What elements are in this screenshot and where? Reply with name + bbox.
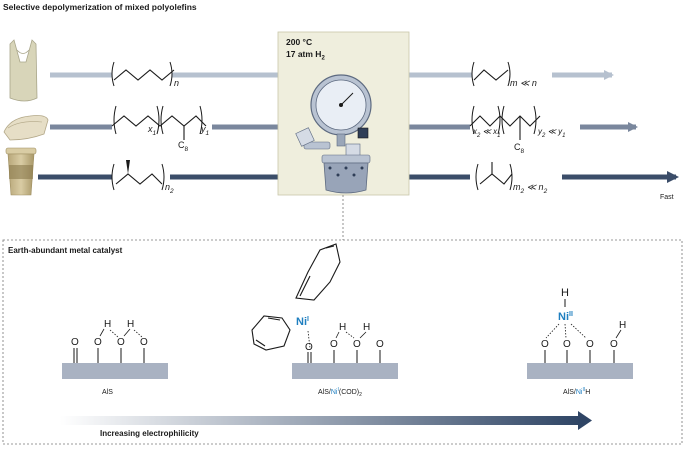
support-als: O O O O H H AlS bbox=[62, 319, 168, 396]
plastic-film-icon bbox=[3, 115, 49, 141]
polymer-pe-left: n bbox=[111, 61, 179, 88]
electrophilicity-gradient-arrow: Increasing electrophilicity bbox=[60, 411, 592, 438]
support-als-ni-cod: NiI O O O O H H AlS/NiI(COD)2 bbox=[251, 243, 398, 398]
support2-caption: AlS/NiI(COD)2 bbox=[318, 387, 362, 398]
catalyst-panel-title: Earth-abundant metal catalyst bbox=[8, 246, 123, 255]
row2-right-x: x2 ≪ x1 bbox=[472, 127, 501, 139]
atom-o: O bbox=[376, 339, 384, 350]
polymer-lldpe-left: x1 y1 C8 bbox=[111, 105, 212, 153]
atom-h: H bbox=[561, 287, 569, 299]
atom-o: O bbox=[563, 339, 571, 350]
figure-title: Selective depolymerization of mixed poly… bbox=[3, 2, 197, 12]
row3-right-m: m2 ≪ n2 bbox=[513, 182, 548, 195]
atom-h: H bbox=[127, 319, 134, 330]
plastic-bag-icon bbox=[9, 39, 38, 102]
atom-h: H bbox=[619, 320, 626, 331]
atom-o: O bbox=[353, 339, 361, 350]
atom-h: H bbox=[339, 322, 346, 333]
atom-o: O bbox=[305, 342, 313, 353]
polymer-pp-left: n2 bbox=[111, 160, 174, 195]
polymer-pe-right: m ≪ n bbox=[471, 61, 552, 88]
row1-right-m: m ≪ n bbox=[510, 78, 537, 88]
atom-h: H bbox=[363, 322, 370, 333]
row2-left-c8: C8 bbox=[178, 140, 189, 153]
atom-o: O bbox=[117, 337, 125, 348]
catalyst-panel bbox=[2, 239, 683, 445]
atom-o: O bbox=[140, 337, 148, 348]
support-als-ni-h: H NiII O O O O H AlS/NiIIH bbox=[527, 287, 633, 396]
polymer-lldpe-right: x2 ≪ x1 y2 ≪ y1 C8 bbox=[469, 105, 580, 155]
coffee-cup-icon bbox=[5, 147, 37, 196]
row2-right-y: y2 ≪ y1 bbox=[537, 127, 566, 139]
atom-o: O bbox=[610, 339, 618, 350]
atom-o: O bbox=[330, 339, 338, 350]
pressure-reactor-icon bbox=[295, 74, 372, 194]
row1-left-n: n bbox=[174, 78, 179, 88]
fast-label: Fast bbox=[660, 194, 674, 201]
gradient-label: Increasing electrophilicity bbox=[100, 429, 199, 438]
atom-o: O bbox=[586, 339, 594, 350]
atom-h: H bbox=[104, 319, 111, 330]
atom-o: O bbox=[541, 339, 549, 350]
ni-center: NiI bbox=[296, 316, 309, 328]
conditions-temperature: 200 °C bbox=[286, 37, 312, 47]
row2-left-x: x1 bbox=[147, 124, 157, 137]
atom-o: O bbox=[94, 337, 102, 348]
polymer-pp-right: m2 ≪ n2 bbox=[470, 162, 562, 195]
row2-right-c8: C8 bbox=[514, 142, 525, 155]
conditions-pressure: 17 atm H2 bbox=[286, 49, 325, 62]
row2-left-y: y1 bbox=[200, 124, 210, 137]
support3-caption: AlS/NiIIH bbox=[563, 387, 590, 396]
support1-caption: AlS bbox=[102, 389, 113, 396]
atom-o: O bbox=[71, 337, 79, 348]
ni-center: NiII bbox=[558, 311, 573, 323]
row3-left-n: n2 bbox=[165, 182, 174, 195]
